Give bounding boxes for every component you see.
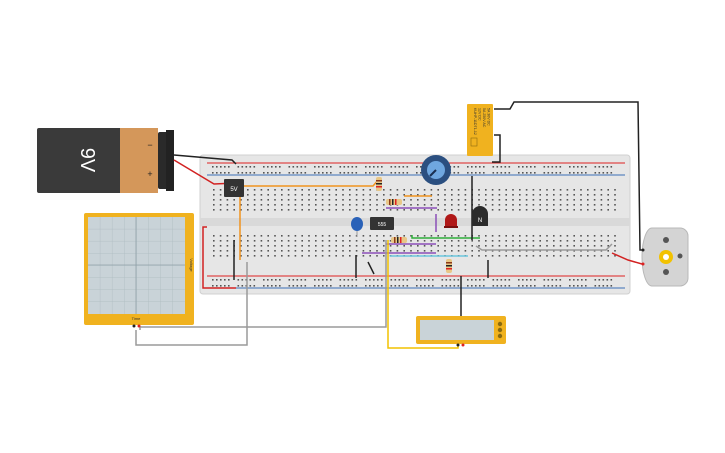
multimeter[interactable] [416, 316, 506, 347]
wire-black-relay-2[interactable] [492, 134, 501, 163]
wire-gray-motor[interactable] [475, 243, 613, 251]
potentiometer[interactable] [421, 155, 451, 185]
meter-probe-pos[interactable] [461, 343, 465, 347]
meter-knob-1[interactable] [497, 321, 503, 327]
oscilloscope-y-label: Voltage [189, 258, 194, 272]
battery-minus-symbol: − [147, 140, 152, 150]
resistor-2[interactable] [386, 199, 402, 205]
wire-gray-scope-2[interactable] [139, 240, 387, 330]
scope-probe-neg[interactable] [132, 324, 136, 328]
motor-terminal-1[interactable] [641, 248, 645, 252]
oscilloscope[interactable]: Voltage Time [84, 213, 194, 328]
resistor-1[interactable] [376, 177, 382, 191]
resistor-4[interactable] [446, 259, 452, 273]
battery-plus-symbol: + [147, 169, 152, 179]
wire-red-motor[interactable] [611, 252, 643, 265]
breadboard[interactable] [199, 154, 631, 295]
dc-motor[interactable] [641, 227, 689, 287]
resistor-3[interactable] [391, 237, 407, 243]
npn-transistor[interactable]: N [472, 206, 488, 226]
regulator-label: 5V [230, 187, 237, 193]
wire-green[interactable] [411, 235, 480, 239]
wire-black-short-2[interactable] [367, 261, 375, 275]
meter-knob-3[interactable] [497, 333, 503, 339]
ceramic-capacitor[interactable] [351, 217, 363, 237]
relay-text-2: 12V DC [478, 108, 482, 121]
scope-probe-pos[interactable] [137, 324, 141, 328]
voltage-regulator[interactable]: 5V [224, 179, 244, 197]
relay[interactable]: KUHP-11DT1-12 12V DC 5A 250V AC 5A 30V D… [467, 104, 493, 156]
red-led[interactable] [444, 214, 458, 228]
relay-text-1: KUHP-11DT1-12 [473, 108, 477, 135]
wire-black-relay-motor[interactable] [494, 101, 643, 251]
relay-symbol [470, 137, 478, 147]
relay-text-4: 5A 30V DC [487, 108, 491, 126]
wire-red-rail[interactable] [202, 226, 236, 289]
meter-probe-neg[interactable] [456, 343, 460, 347]
wire-black-battery[interactable] [173, 154, 237, 165]
wire-gray-scope[interactable] [135, 262, 248, 346]
battery-label: 9V [76, 148, 98, 173]
ic-label: 555 [378, 222, 387, 228]
ic-555[interactable]: 555 [370, 217, 394, 230]
battery-9v[interactable]: 9V − + [37, 128, 174, 193]
motor-terminal-2[interactable] [641, 262, 645, 266]
transistor-label: N [478, 218, 482, 224]
oscilloscope-x-label: Time [132, 316, 142, 321]
relay-text-3: 5A 250V AC [482, 108, 486, 128]
meter-knob-2[interactable] [497, 327, 503, 333]
